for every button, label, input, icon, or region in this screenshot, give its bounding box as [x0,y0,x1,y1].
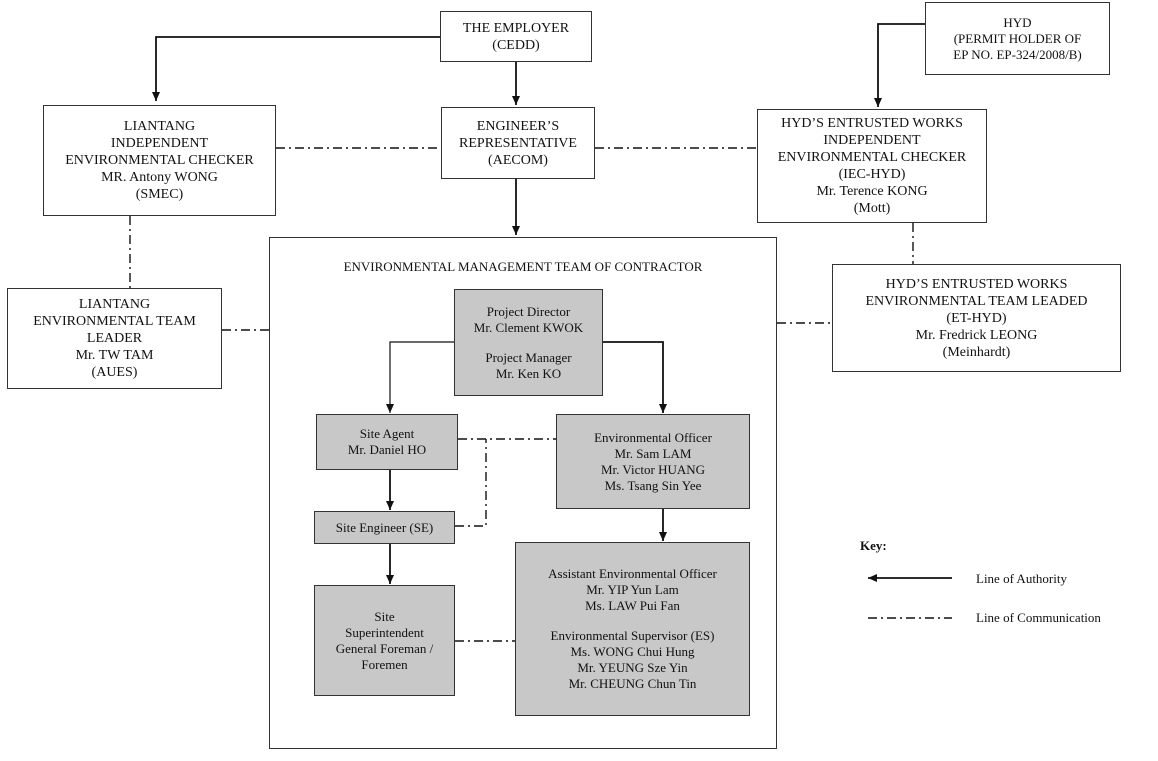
authority-employer-to-liantang-iec [152,36,440,101]
liantang-et-box: LIANTANG ENVIRONMENTAL TEAM LEADER Mr. T… [7,288,222,389]
assistant-environmental-officer-box: Assistant Environmental Officer Mr. YIP … [515,542,750,716]
comm-se-to-eo [455,439,487,527]
employer-box: THE EMPLOYER (CEDD) [440,11,592,62]
key-authority-label: Line of Authority [976,571,1067,586]
contractor-team-title: ENVIRONMENTAL MANAGEMENT TEAM OF CONTRAC… [343,259,703,274]
hyd-permit-holder-box: HYD (PERMIT HOLDER OF EP NO. EP-324/2008… [925,2,1110,75]
site-superintendent-box: Site Superintendent General Foreman / Fo… [314,585,455,696]
authority-pd-to-env-officer [603,341,667,413]
iec-hyd-box: HYD’S ENTRUSTED WORKS INDEPENDENT ENVIRO… [757,109,987,223]
environmental-officer-box: Environmental Officer Mr. Sam LAM Mr. Vi… [556,414,750,509]
authority-hyd-to-iec-hyd [874,23,925,107]
site-agent-box: Site Agent Mr. Daniel HO [316,414,458,470]
engineers-representative-box: ENGINEER’S REPRESENTATIVE (AECOM) [441,107,595,179]
authority-pd-to-site-agent [386,341,454,413]
key-communication-label: Line of Communication [976,610,1101,625]
key-title: Key: [860,538,887,553]
project-director-box: Project Director Mr. Clement KWOK Projec… [454,289,603,396]
liantang-iec-box: LIANTANG INDEPENDENT ENVIRONMENTAL CHECK… [43,105,276,216]
site-engineer-box: Site Engineer (SE) [314,511,455,544]
et-hyd-box: HYD’S ENTRUSTED WORKS ENVIRONMENTAL TEAM… [832,264,1121,372]
